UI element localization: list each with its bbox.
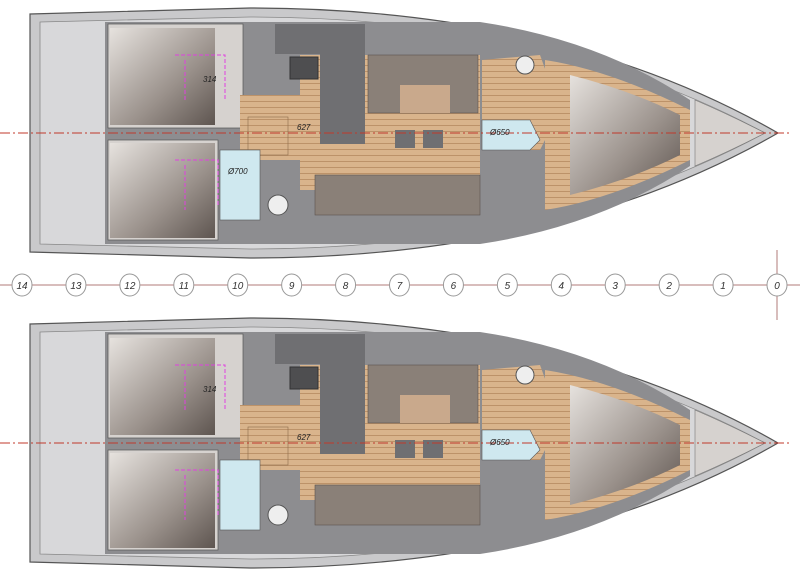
label-head-fwd: Ø650 (489, 438, 510, 447)
station-marker (658, 273, 680, 297)
label-berth: 314 (203, 75, 217, 84)
station-marker (119, 273, 141, 297)
station-marker (335, 273, 357, 297)
station-marker (227, 273, 249, 297)
station-label: 2 (665, 281, 672, 292)
station-marker (281, 273, 303, 297)
station-marker (389, 273, 410, 297)
station-marker (550, 273, 572, 297)
plan-bottom: 314 627 Ø650 (0, 317, 791, 569)
station-label: 5 (505, 281, 511, 292)
label-head-fwd: Ø650 (489, 128, 510, 137)
station-marker (766, 273, 788, 297)
station-label: 13 (70, 281, 82, 292)
plan-top: 314 627 Ø700 Ø650 (0, 7, 791, 259)
station-label: 1 (720, 281, 726, 292)
label-head-aft: Ø700 (227, 167, 248, 176)
label-saloon: 627 (297, 123, 311, 132)
station-label: 14 (16, 281, 28, 292)
station-label: 3 (612, 281, 618, 292)
station-label: 10 (232, 281, 244, 292)
station-label: 12 (124, 281, 136, 292)
station-marker (604, 273, 626, 297)
station-marker (173, 273, 195, 297)
station-marker (11, 273, 33, 297)
station-marker (496, 273, 518, 297)
station-marker (712, 273, 734, 297)
station-marker (65, 273, 87, 297)
station-label: 11 (179, 281, 189, 292)
label-berth: 314 (203, 385, 217, 394)
label-saloon: 627 (297, 433, 311, 442)
station-label: 7 (397, 281, 403, 292)
station-label: 4 (559, 281, 565, 292)
station-label: 9 (289, 281, 295, 292)
station-label: 6 (451, 281, 457, 292)
station-label: 0 (774, 281, 780, 292)
station-marker (442, 273, 464, 297)
station-label: 8 (343, 281, 349, 292)
